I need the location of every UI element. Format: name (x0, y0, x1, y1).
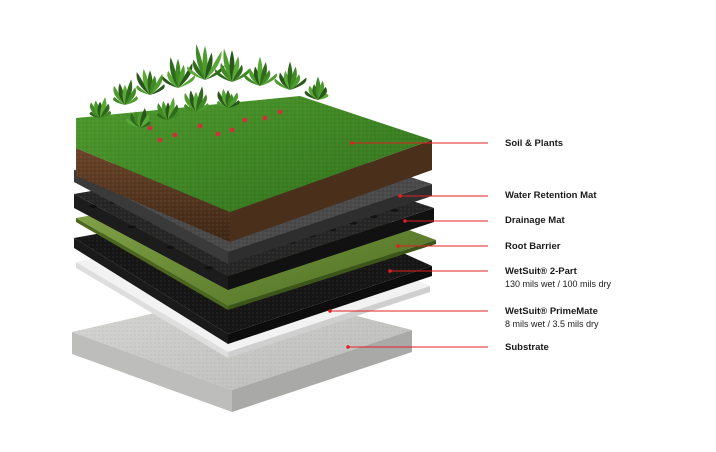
leader-substrate-dot (346, 345, 350, 349)
layer-name: Water Retention Mat (505, 190, 597, 201)
leader-drainage-mat-dot (403, 219, 407, 223)
layer-name: Substrate (505, 342, 549, 353)
layer-name: Root Barrier (505, 241, 561, 252)
layer-detail: 130 mils wet / 100 mils dry (505, 279, 612, 289)
label-wetsuit-primemate: WetSuit® PrimeMate 8 mils wet / 3.5 mils… (505, 306, 599, 330)
leader-wetsuit-2-part-dot (388, 269, 392, 273)
label-substrate: Substrate (505, 342, 549, 354)
leader-soil-and-plants-dot (350, 141, 354, 145)
leader-water-retention-mat-dot (398, 194, 402, 198)
leader-lines (328, 141, 488, 349)
label-drainage-mat: Drainage Mat (505, 215, 565, 227)
leader-root-barrier-dot (396, 244, 400, 248)
layer-name: WetSuit® 2-Part (505, 266, 577, 277)
layer-detail: 8 mils wet / 3.5 mils dry (505, 319, 599, 329)
leader-wetsuit-primemate-dot (328, 309, 332, 313)
layer-name: WetSuit® PrimeMate (505, 306, 598, 317)
layer-name: Drainage Mat (505, 215, 565, 226)
soil-and-plants-layer (76, 44, 432, 242)
label-water-retention-mat: Water Retention Mat (505, 190, 596, 202)
layer-name: Soil & Plants (505, 138, 564, 149)
label-wetsuit-2-part: WetSuit® 2-Part 130 mils wet / 100 mils … (505, 266, 611, 290)
label-root-barrier: Root Barrier (505, 241, 560, 253)
label-soil-and-plants: Soil & Plants (505, 138, 563, 150)
